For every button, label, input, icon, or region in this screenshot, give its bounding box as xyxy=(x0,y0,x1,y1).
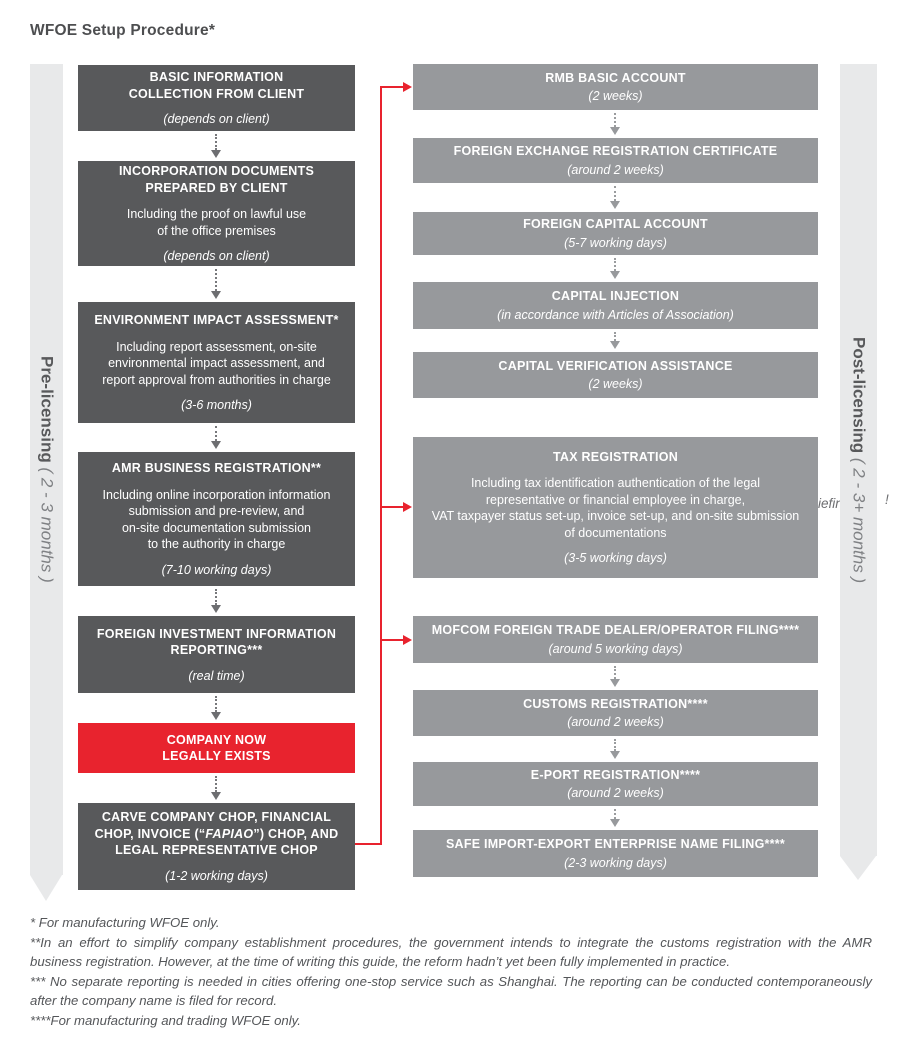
down-arrow-connector xyxy=(609,186,620,209)
step-title: AMR BUSINESS REGISTRATION** xyxy=(111,461,322,476)
post-licensing-label: Post-licensing xyxy=(849,336,869,454)
footnote-4: ****For manufacturing and trading WFOE o… xyxy=(30,1012,301,1028)
red-flow-line-from-chop-carving xyxy=(355,843,382,845)
pre-licensing-step-box: ENVIRONMENT IMPACT ASSESSMENT* Including … xyxy=(78,302,355,423)
step-duration: (around 5 working days) xyxy=(548,641,683,656)
down-arrow-connector xyxy=(210,134,221,158)
post-licensing-banner-text: Post-licensing ( 2 - 3+ months ) xyxy=(849,337,869,583)
red-flow-line-to-mofcom-filing xyxy=(382,639,403,641)
step-title: MOFCOM FOREIGN TRADE DEALER/OPERATOR FIL… xyxy=(431,623,800,638)
pre-licensing-banner-arrow-tip xyxy=(30,875,62,901)
step-duration: (2-3 working days) xyxy=(564,855,667,870)
post-licensing-step-box: FOREIGN CAPITAL ACCOUNT (5-7 working days… xyxy=(413,212,818,255)
step-duration: (around 2 weeks) xyxy=(567,715,664,730)
step-description: Including online incorporation informati… xyxy=(102,487,331,552)
post-licensing-banner: Post-licensing ( 2 - 3+ months ) xyxy=(840,64,877,856)
red-arrowhead-mofcom-filing xyxy=(403,635,412,645)
step-title: CAPITAL VERIFICATION ASSISTANCE xyxy=(498,358,733,373)
red-flow-line-to-tax-registration xyxy=(382,506,403,508)
step-duration: (in accordance with Articles of Associat… xyxy=(497,307,734,322)
down-arrow-connector xyxy=(609,666,620,687)
down-arrow-connector xyxy=(210,269,221,299)
step-title: FOREIGN EXCHANGE REGISTRATION CERTIFICAT… xyxy=(453,144,778,159)
step-duration: (7-10 working days) xyxy=(161,562,272,577)
down-arrow-connector xyxy=(609,332,620,349)
post-licensing-step-box: SAFE IMPORT-EXPORT ENTERPRISE NAME FILIN… xyxy=(413,830,818,877)
step-duration: (5-7 working days) xyxy=(564,235,667,250)
step-duration: (real time) xyxy=(188,668,245,683)
red-arrowhead-tax-registration xyxy=(403,502,412,512)
step-duration: (around 2 weeks) xyxy=(567,786,664,801)
step-title: TAX REGISTRATION xyxy=(552,449,679,464)
footnote-3: *** No separate reporting is needed in c… xyxy=(30,973,872,1009)
step-title: CAPITAL INJECTION xyxy=(551,289,680,304)
down-arrow-connector xyxy=(609,739,620,759)
post-licensing-duration: ( 2 - 3+ months ) xyxy=(849,457,869,584)
step-duration: (3-6 months) xyxy=(181,398,252,412)
step-title: SAFE IMPORT-EXPORT ENTERPRISE NAME FILIN… xyxy=(445,837,786,852)
step-title: RMB BASIC ACCOUNT xyxy=(545,70,686,85)
step-duration: (depends on client) xyxy=(163,112,270,126)
post-licensing-step-box: CAPITAL INJECTION (in accordance with Art… xyxy=(413,282,818,329)
post-licensing-step-box: E-PORT REGISTRATION**** (around 2 weeks) xyxy=(413,762,818,806)
pre-licensing-banner: Pre-licensing ( 2 - 3 months ) xyxy=(30,64,63,875)
step-duration: (2 weeks) xyxy=(588,377,643,392)
step-title: E-PORT REGISTRATION**** xyxy=(530,767,701,782)
step-duration: (around 2 weeks) xyxy=(567,162,664,177)
post-licensing-step-box: CUSTOMS REGISTRATION**** (around 2 weeks) xyxy=(413,690,818,736)
post-licensing-step-box: RMB BASIC ACCOUNT (2 weeks) xyxy=(413,64,818,110)
down-arrow-connector xyxy=(210,589,221,613)
down-arrow-connector xyxy=(210,426,221,449)
red-flow-line-to-rmb-account xyxy=(382,86,403,88)
red-arrowhead-rmb-account xyxy=(403,82,412,92)
pre-licensing-step-box: AMR BUSINESS REGISTRATION** Including onl… xyxy=(78,452,355,586)
post-licensing-banner-arrow-tip xyxy=(840,856,876,880)
step-duration: (2 weeks) xyxy=(588,89,643,104)
footnote-2: **In an effort to simplify company estab… xyxy=(30,934,872,970)
down-arrow-connector xyxy=(210,696,221,720)
down-arrow-connector xyxy=(609,113,620,135)
pre-licensing-duration: ( 2 - 3 months ) xyxy=(37,467,57,583)
step-description: Including tax identification authenticat… xyxy=(431,476,800,540)
post-licensing-step-box: TAX REGISTRATION Including tax identifica… xyxy=(413,437,818,578)
step-duration: (depends on client) xyxy=(163,249,270,263)
footnote-1: * For manufacturing WFOE only. xyxy=(30,915,220,930)
step-title: ENVIRONMENT IMPACT ASSESSMENT* xyxy=(94,313,339,327)
step-title: FOREIGN CAPITAL ACCOUNT xyxy=(523,217,708,232)
cropped-text-fragment-left: iefin xyxy=(818,496,843,511)
down-arrow-connector xyxy=(210,776,221,800)
down-arrow-connector xyxy=(609,809,620,827)
page-title: WFOE Setup Procedure* xyxy=(30,22,216,39)
post-licensing-step-box: MOFCOM FOREIGN TRADE DEALER/OPERATOR FIL… xyxy=(413,616,818,663)
post-licensing-step-box: CAPITAL VERIFICATION ASSISTANCE (2 weeks) xyxy=(413,352,818,398)
pre-licensing-banner-text: Pre-licensing ( 2 - 3 months ) xyxy=(37,356,57,583)
step-duration: (1-2 working days) xyxy=(165,868,268,883)
down-arrow-connector xyxy=(609,258,620,279)
pre-licensing-label: Pre-licensing xyxy=(37,356,57,463)
step-title: CUSTOMS REGISTRATION**** xyxy=(523,696,708,711)
cropped-text-fragment-right: ! xyxy=(885,492,889,507)
post-licensing-step-box: FOREIGN EXCHANGE REGISTRATION CERTIFICAT… xyxy=(413,138,818,183)
step-duration: (3-5 working days) xyxy=(564,551,667,566)
footnotes: * For manufacturing WFOE only. **In an e… xyxy=(30,913,872,1030)
red-flow-vertical-line xyxy=(380,86,382,845)
